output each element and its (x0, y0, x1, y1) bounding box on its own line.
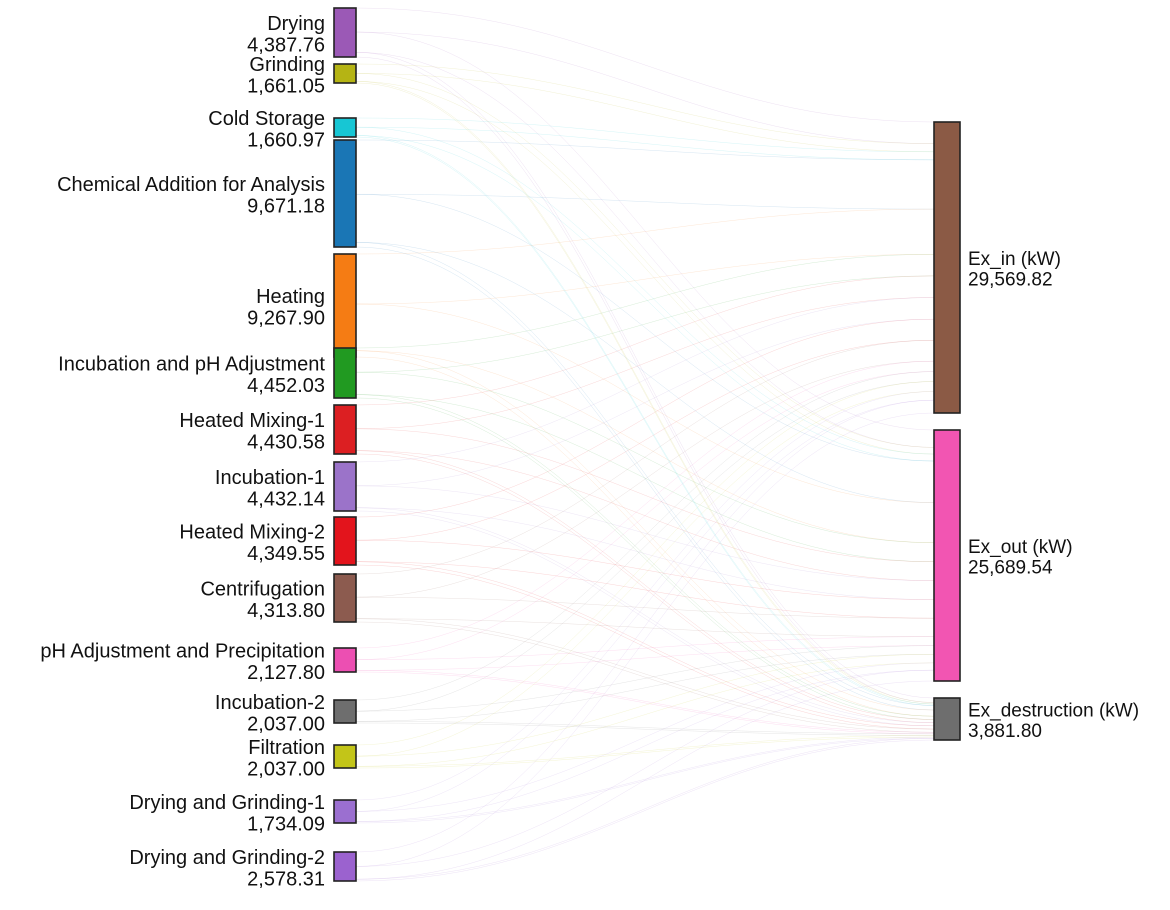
sankey-flows (355, 7, 935, 882)
node-name-text: Cold Storage (208, 108, 325, 130)
sankey-node-heated_mixing_1[interactable] (333, 404, 357, 455)
node-name-text: Centrifugation (200, 579, 325, 601)
node-value-text: 3,881.80 (968, 721, 1042, 742)
node-name-text: Ex_destruction (kW) (968, 701, 1139, 722)
sankey-link (355, 126, 935, 462)
sankey-node-drying[interactable] (333, 7, 357, 58)
sankey-link (355, 81, 935, 705)
node-label-ex_in: Ex_in (kW)29,569.82 (968, 249, 1061, 291)
node-name-text: Drying and Grinding-2 (129, 847, 325, 869)
node-name-text: Grinding (249, 54, 325, 76)
node-value-text: 25,689.54 (968, 558, 1053, 579)
sankey-link (355, 507, 935, 727)
sankey-node-centrifugation[interactable] (333, 573, 357, 623)
node-value-text: 29,569.82 (968, 270, 1053, 291)
sankey-node-ex_destruction[interactable] (933, 697, 961, 741)
sankey-link (355, 738, 935, 882)
node-value-text: 4,313.80 (247, 600, 325, 622)
sankey-link (355, 561, 935, 730)
node-value-text: 2,037.00 (247, 759, 325, 781)
sankey-link (355, 399, 935, 867)
node-label-ex_out: Ex_out (kW)25,689.54 (968, 537, 1073, 579)
sankey-node-heated_mixing_2[interactable] (333, 516, 357, 566)
sankey-link (355, 394, 935, 720)
sankey-link (355, 636, 935, 671)
node-name-text: Ex_in (kW) (968, 249, 1061, 270)
sankey-node-incubation_1[interactable] (333, 461, 357, 512)
node-name-text: Heated Mixing-1 (179, 410, 325, 432)
sankey-node-incubation_2[interactable] (333, 699, 357, 724)
sankey-node-incub_ph[interactable] (333, 347, 357, 399)
sankey-node-cold_storage[interactable] (333, 117, 357, 138)
node-value-text: 4,430.58 (247, 432, 325, 454)
node-value-text: 4,432.14 (247, 489, 325, 511)
node-value-text: 9,671.18 (247, 196, 325, 218)
node-name-text: Ex_out (kW) (968, 537, 1073, 558)
node-value-text: 9,267.90 (247, 308, 325, 330)
sankey-link (355, 208, 935, 305)
node-name-text: Chemical Addition for Analysis (57, 174, 325, 196)
sankey-link (355, 275, 935, 430)
node-name-text: Incubation-2 (215, 692, 325, 714)
sankey-node-ph_precip[interactable] (333, 647, 357, 673)
sankey-link (355, 539, 935, 619)
sankey-nodes (333, 7, 961, 882)
sankey-link (355, 596, 935, 637)
sankey-node-chem_addition[interactable] (333, 139, 357, 248)
node-value-text: 2,578.31 (247, 869, 325, 891)
node-value-text: 4,452.03 (247, 375, 325, 397)
sankey-link (355, 7, 935, 144)
sankey-link (355, 450, 935, 723)
node-name-text: Incubation-1 (215, 467, 325, 489)
sankey-node-ex_out[interactable] (933, 429, 961, 682)
node-name-text: Incubation and pH Adjustment (58, 354, 325, 376)
sankey-node-ex_in[interactable] (933, 121, 961, 414)
sankey-link (355, 318, 935, 541)
node-label-ex_destruction: Ex_destruction (kW)3,881.80 (968, 701, 1139, 743)
sankey-node-grinding[interactable] (333, 63, 357, 84)
node-value-text: 1,661.05 (247, 76, 325, 98)
node-value-text: 1,660.97 (247, 130, 325, 152)
node-value-text: 4,349.55 (247, 543, 325, 565)
sankey-link (355, 73, 935, 455)
node-value-text: 2,127.80 (247, 662, 325, 684)
node-name-text: Drying and Grinding-1 (129, 792, 325, 814)
node-value-text: 1,734.09 (247, 814, 325, 836)
sankey-node-dry_grind_2[interactable] (333, 851, 357, 882)
node-name-text: Heating (256, 286, 325, 308)
node-name-text: pH Adjustment and Precipitation (40, 641, 325, 663)
node-value-text: 4,387.76 (247, 35, 325, 57)
node-value-text: 2,037.00 (247, 714, 325, 736)
sankey-link (355, 117, 935, 161)
sankey-link (355, 193, 935, 503)
sankey-link (355, 303, 935, 543)
sankey-node-heating[interactable] (333, 253, 357, 358)
node-name-text: Heated Mixing-2 (179, 522, 325, 544)
sankey-node-filtration[interactable] (333, 744, 357, 769)
node-name-text: Drying (267, 13, 325, 35)
node-name-text: Filtration (248, 737, 325, 759)
sankey-node-dry_grind_1[interactable] (333, 799, 357, 824)
sankey-link (355, 381, 935, 757)
sankey-link (355, 645, 935, 722)
